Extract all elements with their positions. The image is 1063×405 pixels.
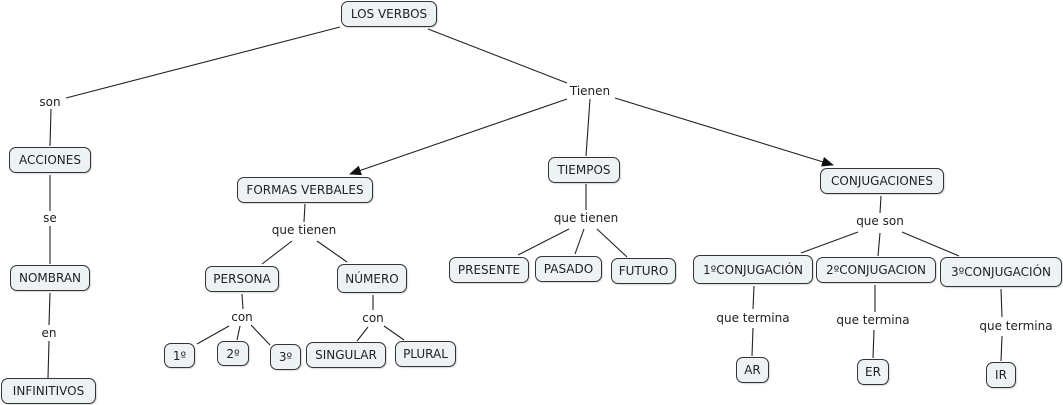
concept-er[interactable]: ER (857, 359, 889, 385)
link-conj1-termina (752, 285, 755, 310)
link-queson-3 (901, 231, 960, 257)
link-phrase-con-numero: con (360, 311, 386, 325)
link-phrase-que-tienen-tiempos: que tienen (551, 211, 621, 225)
link-phrase-tienen: Tienen (567, 84, 613, 98)
link-tienen-tiempos (585, 98, 591, 157)
link-quetienen-presente (517, 228, 570, 256)
link-verbos-tienen (427, 28, 568, 84)
concept-presente[interactable]: PRESENTE (449, 257, 529, 283)
link-son-acciones (49, 108, 52, 147)
link-queson-2 (877, 232, 881, 257)
link-phrase-que-son: que son (854, 214, 906, 228)
link-con-2 (236, 325, 241, 341)
concept-primera-persona[interactable]: 1º (164, 343, 195, 368)
link-persona-con (241, 293, 244, 310)
link-formas-quetienen (303, 203, 306, 223)
concept-persona[interactable]: PERSONA (205, 266, 279, 292)
concept-tercera-conjugacion[interactable]: 3ºCONJUGACIÓN (940, 257, 1062, 287)
link-phrase-son: son (37, 95, 63, 109)
link-con-1 (196, 325, 230, 345)
concept-acciones[interactable]: ACCIONES (9, 147, 91, 173)
link-quetienen-numero (316, 240, 348, 263)
link-en-infinitivos (47, 340, 50, 379)
link-termina-ir (1000, 335, 1003, 362)
link-quetienen-persona (261, 240, 293, 265)
concept-tercera-persona[interactable]: 3º (270, 344, 301, 370)
link-phrase-se: se (41, 211, 59, 225)
link-phrase-en: en (39, 326, 59, 340)
concept-plural[interactable]: PLURAL (395, 341, 456, 367)
concept-tiempos[interactable]: TIEMPOS (548, 157, 620, 183)
concept-numero[interactable]: NÚMERO (337, 264, 407, 293)
concept-infinitivos[interactable]: INFINITIVOS (1, 378, 96, 404)
concept-segunda-conjugacion[interactable]: 2ºCONJUGACION (816, 257, 936, 283)
concept-primera-conjugacion[interactable]: 1ºCONJUGACIÓN (693, 255, 813, 284)
concept-conjugaciones[interactable]: CONJUGACIONES (820, 168, 944, 194)
link-con-singular (356, 326, 369, 342)
link-conj-queson (879, 195, 882, 214)
link-conj3-termina (1000, 288, 1003, 318)
concept-nombran[interactable]: NOMBRAN (10, 265, 90, 291)
link-con-3 (250, 324, 271, 346)
concept-ar[interactable]: AR (736, 357, 769, 383)
link-phrase-que-termina-1: que termina (714, 311, 792, 325)
link-phrase-que-termina-3: que termina (977, 319, 1055, 333)
link-phrase-que-termina-2: que termina (834, 313, 912, 327)
concept-singular[interactable]: SINGULAR (306, 342, 386, 368)
link-nombran-en (48, 292, 51, 326)
link-quetienen-futuro (596, 228, 628, 258)
link-tienen-formas (349, 98, 568, 176)
concept-futuro[interactable]: FUTURO (611, 258, 676, 284)
link-con-plural (383, 325, 405, 341)
link-queson-1 (800, 231, 859, 254)
concept-segunda-persona[interactable]: 2º (217, 341, 249, 366)
link-phrase-que-tienen-formas: que tienen (269, 223, 339, 237)
link-termina-ar (751, 327, 754, 357)
concept-formas-verbales[interactable]: FORMAS VERBALES (237, 177, 373, 203)
link-phrase-con-persona: con (229, 310, 255, 324)
concept-los-verbos[interactable]: LOS VERBOS (341, 1, 437, 27)
link-tienen-conjugaciones (614, 97, 834, 167)
link-verbos-son (65, 26, 341, 99)
concept-ir[interactable]: IR (986, 362, 1016, 388)
concept-pasado[interactable]: PASADO (535, 256, 602, 282)
link-termina-er (872, 329, 875, 359)
link-quetienen-pasado (574, 228, 585, 255)
